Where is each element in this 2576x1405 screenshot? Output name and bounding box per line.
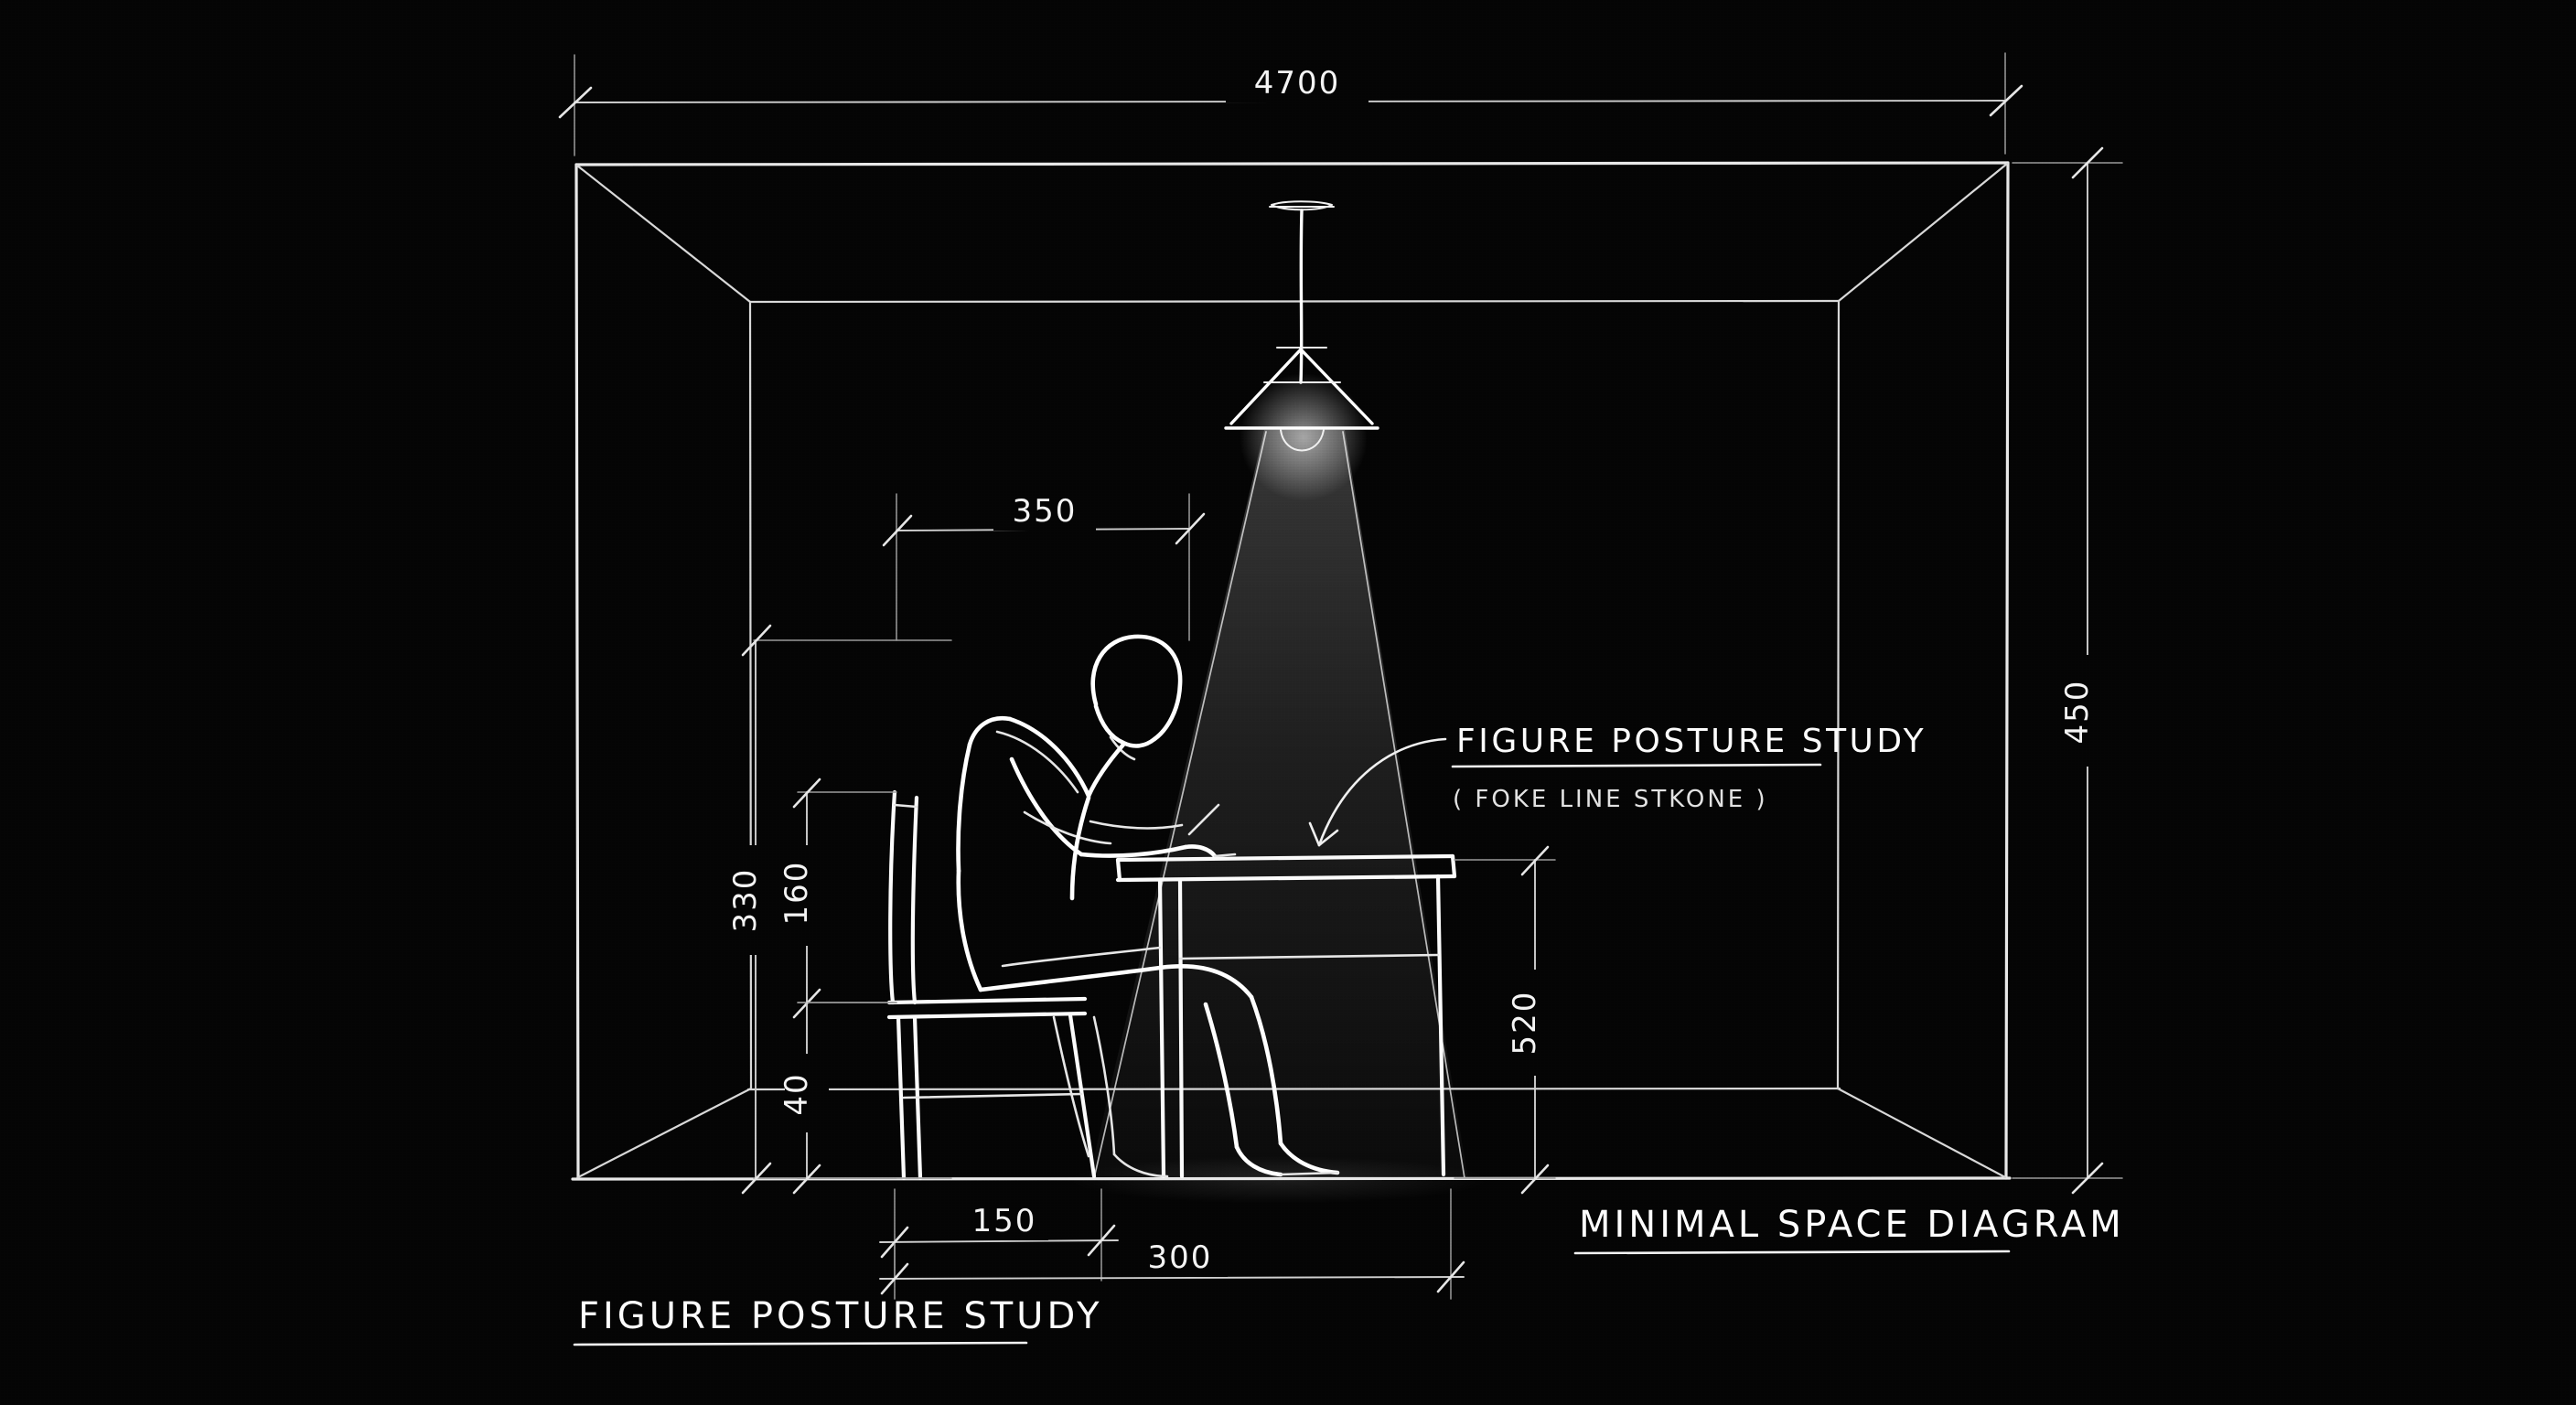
desk bbox=[1115, 853, 1457, 1179]
dimension-value-table-height: 520 bbox=[1507, 991, 1543, 1056]
dimension-work-depth: 300 bbox=[879, 1188, 1465, 1300]
leader-curve bbox=[1317, 737, 1447, 847]
dimension-value-back-rest: 160 bbox=[778, 861, 815, 926]
dimension-value-work-depth: 300 bbox=[1148, 1239, 1213, 1276]
dimension-chair-depth: 150 bbox=[879, 1188, 1119, 1282]
dimension-seat-height: 40 bbox=[778, 1002, 897, 1195]
dimension-room-height: 450 bbox=[2012, 146, 2123, 1195]
dimension-value-lamp-offset: 350 bbox=[1013, 493, 1078, 530]
dimension-value-room-height: 450 bbox=[2059, 680, 2096, 745]
seated-figure bbox=[956, 634, 1340, 1178]
annotation-underline bbox=[1451, 763, 1822, 768]
right-caption-text: MINIMAL SPACE DIAGRAM bbox=[1579, 1204, 2125, 1246]
left-caption-underline bbox=[573, 1341, 1028, 1346]
right-caption: MINIMAL SPACE DIAGRAM bbox=[1573, 1204, 2125, 1255]
dimension-value-chair-depth: 150 bbox=[972, 1203, 1037, 1239]
right-caption-underline bbox=[1573, 1249, 2011, 1255]
dimension-value-seat-height: 40 bbox=[778, 1072, 815, 1115]
dimension-room-width: 4700 bbox=[558, 52, 2023, 156]
annotation-label: FIGURE POSTURE STUDY bbox=[1456, 723, 1927, 760]
dimension-seat-total: 330 bbox=[727, 624, 952, 1195]
chair bbox=[886, 789, 1097, 1181]
room-box bbox=[571, 161, 2012, 1181]
left-caption: FIGURE POSTURE STUDY bbox=[573, 1295, 1103, 1346]
pendant-lamp bbox=[1224, 200, 1379, 452]
figure-annotation: FIGURE POSTURE STUDY ( FOKE LINE STKONE … bbox=[1308, 723, 1927, 847]
dimension-value-room-width: 4700 bbox=[1254, 65, 1341, 102]
annotation-sublabel: ( FOKE LINE STKONE ) bbox=[1453, 786, 1768, 813]
light-cone bbox=[1068, 373, 1489, 1204]
left-caption-text: FIGURE POSTURE STUDY bbox=[578, 1295, 1103, 1337]
dimension-back-rest: 160 bbox=[778, 778, 897, 1019]
dimension-lamp-offset: 350 bbox=[882, 492, 1206, 641]
dimension-value-seat-total: 330 bbox=[727, 868, 764, 933]
dimension-table-height: 520 bbox=[1454, 845, 1557, 1195]
